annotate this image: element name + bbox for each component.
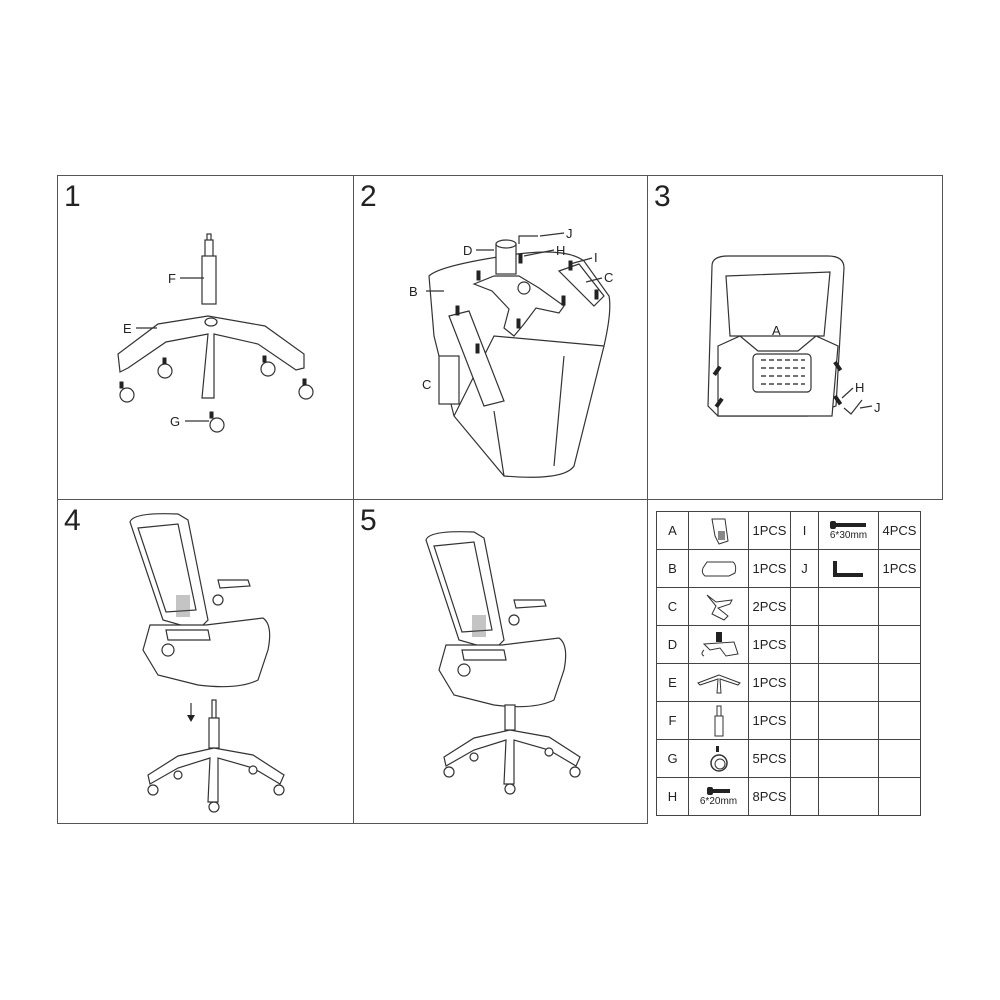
seat-mechanism-diagram: J D H I B C C [409, 226, 613, 478]
part-quantity: 5PCS [748, 739, 791, 778]
svg-text:F: F [168, 271, 176, 286]
step-number: 4 [64, 504, 81, 537]
seat-onto-base-diagram [129, 513, 285, 813]
bolt-icon: 6*30mm [818, 511, 879, 550]
allen-key-icon [818, 549, 879, 588]
step-1-panel: 1 F E G [57, 175, 354, 500]
base-assembly-diagram: F E G [117, 233, 314, 433]
svg-text:E: E [123, 321, 132, 336]
part-quantity: 4PCS [878, 511, 921, 550]
completed-chair-diagram [425, 531, 581, 795]
parts-list-table: A 1PCS I 6*30mm 4PCS B 1PCS J 1PCS C 2PC… [656, 511, 921, 816]
table-row: A 1PCS I 6*30mm 4PCS [656, 511, 921, 550]
table-row: E 1PCS [656, 663, 921, 702]
step-number: 1 [64, 180, 81, 213]
part-quantity: 1PCS [878, 549, 921, 588]
part-quantity: 1PCS [748, 625, 791, 664]
table-row: C 2PCS [656, 587, 921, 626]
part-letter: A [656, 511, 689, 550]
svg-text:D: D [463, 243, 472, 258]
part-quantity: 8PCS [748, 777, 791, 816]
table-row: D 1PCS [656, 625, 921, 664]
bolt-icon: 6*20mm [688, 777, 749, 816]
table-row: G 5PCS [656, 739, 921, 778]
svg-text:J: J [566, 226, 573, 241]
svg-text:J: J [874, 400, 881, 415]
backrest-attach-diagram: A H J [707, 255, 881, 417]
part-quantity: 1PCS [748, 701, 791, 740]
svg-text:I: I [594, 250, 598, 265]
caster-icon [688, 739, 749, 778]
step-number: 3 [654, 180, 671, 213]
svg-text:C: C [422, 377, 431, 392]
part-letter: D [656, 625, 689, 664]
part-quantity: 1PCS [748, 663, 791, 702]
part-quantity: 1PCS [748, 549, 791, 588]
svg-text:H: H [855, 380, 864, 395]
part-letter: I [790, 511, 819, 550]
part-letter: G [656, 739, 689, 778]
table-row: B 1PCS J 1PCS [656, 549, 921, 588]
part-quantity: 2PCS [748, 587, 791, 626]
step-number: 2 [360, 180, 377, 213]
table-row: H 6*20mm 8PCS [656, 777, 921, 816]
step-2-panel: 2 J D H I B C C [353, 175, 648, 500]
base-icon [688, 663, 749, 702]
svg-text:A: A [772, 323, 781, 338]
seat-icon [688, 549, 749, 588]
svg-text:B: B [409, 284, 418, 299]
armrest-icon [688, 587, 749, 626]
part-letter: J [790, 549, 819, 588]
step-number: 5 [360, 504, 377, 537]
part-letter: E [656, 663, 689, 702]
svg-text:C: C [604, 270, 613, 285]
part-letter: H [656, 777, 689, 816]
step-3-panel: 3 A H J [647, 175, 943, 500]
gas-lift-icon [688, 701, 749, 740]
mechanism-icon [688, 625, 749, 664]
svg-text:G: G [170, 414, 180, 429]
part-letter: B [656, 549, 689, 588]
table-row: F 1PCS [656, 701, 921, 740]
step-5-panel: 5 [353, 499, 648, 824]
step-4-panel: 4 [57, 499, 354, 824]
svg-text:H: H [556, 243, 565, 258]
part-quantity: 1PCS [748, 511, 791, 550]
backrest-icon [688, 511, 749, 550]
part-letter: C [656, 587, 689, 626]
part-letter: F [656, 701, 689, 740]
